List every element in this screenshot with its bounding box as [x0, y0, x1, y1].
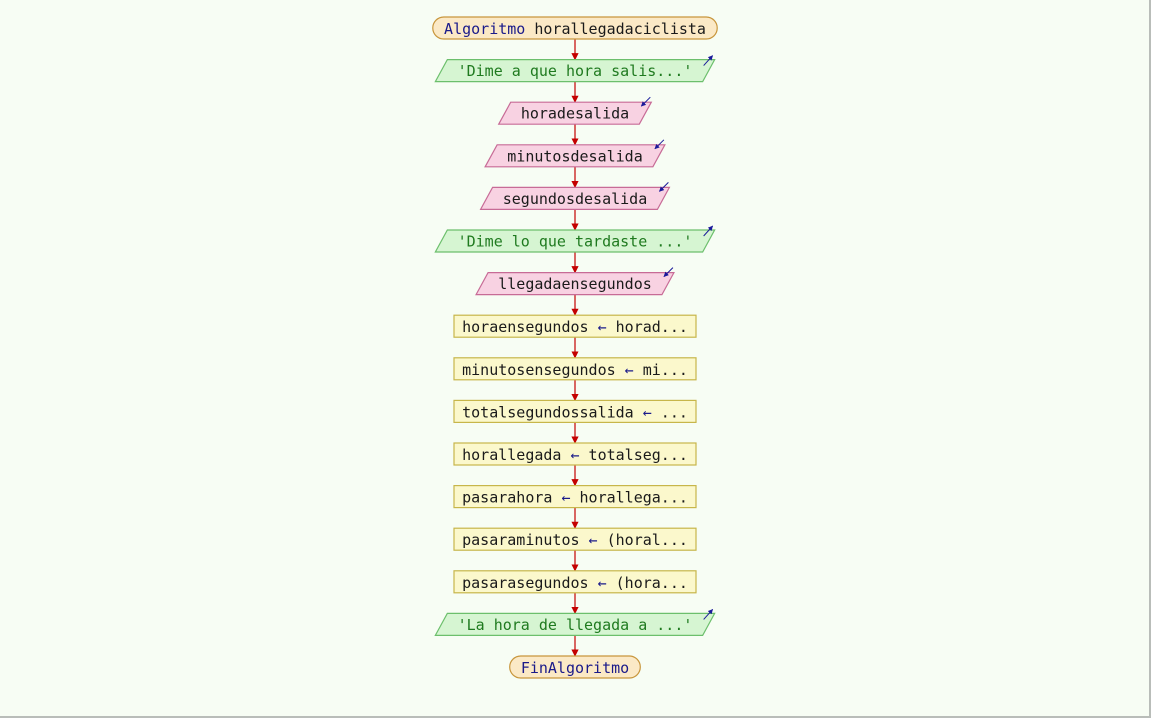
flow-node-terminal[interactable]: Algoritmo horallegadaciclista [432, 16, 718, 40]
flow-node-input[interactable]: segundosdesalida [479, 182, 671, 210]
flow-node-process[interactable]: totalsegundossalida ← ... [453, 399, 697, 423]
output-label: 'Dime a que hora salis...' [458, 62, 693, 80]
output-arrow-icon [703, 609, 714, 620]
flow-node-process[interactable]: pasarahora ← horallega... [453, 485, 697, 509]
output-label: 'La hora de llegada a ...' [458, 616, 693, 634]
process-label: totalsegundossalida ← ... [462, 403, 688, 421]
terminal-shape [432, 16, 718, 40]
input-label: minutosdesalida [507, 147, 642, 165]
flow-node-output[interactable]: 'La hora de llegada a ...' [434, 609, 716, 637]
process-shape [453, 527, 697, 551]
input-arrow-icon [659, 182, 669, 192]
flow-node-terminal[interactable]: FinAlgoritmo [509, 655, 641, 679]
flow-node-process[interactable]: horaensegundos ← horad... [453, 314, 697, 338]
process-shape [453, 357, 697, 381]
process-shape [453, 570, 697, 594]
input-label: llegadaensegundos [498, 275, 652, 293]
process-label: horaensegundos ← horad... [462, 318, 688, 336]
terminal-shape [509, 655, 641, 679]
flow-node-process[interactable]: pasaraminutos ← (horal... [453, 527, 697, 551]
output-arrow-icon [703, 225, 714, 237]
input-arrow-icon [654, 139, 665, 150]
process-label: minutosensegundos ← mi... [462, 360, 688, 378]
flow-node-input[interactable]: minutosdesalida [484, 139, 666, 168]
flow-node-output[interactable]: 'Dime lo que tardaste ...' [434, 225, 716, 253]
input-label: segundosdesalida [503, 190, 648, 208]
input-label: horadesalida [521, 105, 629, 123]
input-shape [475, 272, 675, 296]
process-label: horallegada ← totalseg... [462, 446, 688, 464]
flow-node-process[interactable]: horallegada ← totalseg... [453, 442, 697, 466]
process-label: pasaraminutos ← (horal... [462, 531, 688, 549]
process-shape [453, 442, 697, 466]
flow-node-input[interactable]: llegadaensegundos [475, 267, 675, 296]
process-label: pasarasegundos ← (hora... [462, 573, 688, 591]
flow-node-input[interactable]: horadesalida [497, 96, 653, 125]
process-shape [453, 314, 697, 338]
input-shape [497, 101, 653, 125]
flow-node-process[interactable]: pasarasegundos ← (hora... [453, 570, 697, 594]
flow-node-process[interactable]: minutosensegundos ← mi... [453, 357, 697, 381]
output-shape [434, 229, 716, 253]
input-arrow-icon [640, 96, 651, 107]
process-label: pasarahora ← horallega... [462, 488, 688, 506]
process-shape [453, 399, 697, 423]
input-shape [484, 144, 666, 168]
output-arrow-icon [703, 55, 714, 66]
process-shape [453, 485, 697, 509]
flow-node-output[interactable]: 'Dime a que hora salis...' [434, 55, 716, 83]
terminal-label: FinAlgoritmo [521, 659, 629, 677]
output-label: 'Dime lo que tardaste ...' [458, 233, 693, 251]
terminal-label: Algoritmo horallegadaciclista [444, 20, 706, 38]
output-shape [434, 58, 716, 83]
input-arrow-icon [663, 267, 674, 277]
input-shape [479, 186, 671, 210]
output-shape [434, 612, 716, 637]
